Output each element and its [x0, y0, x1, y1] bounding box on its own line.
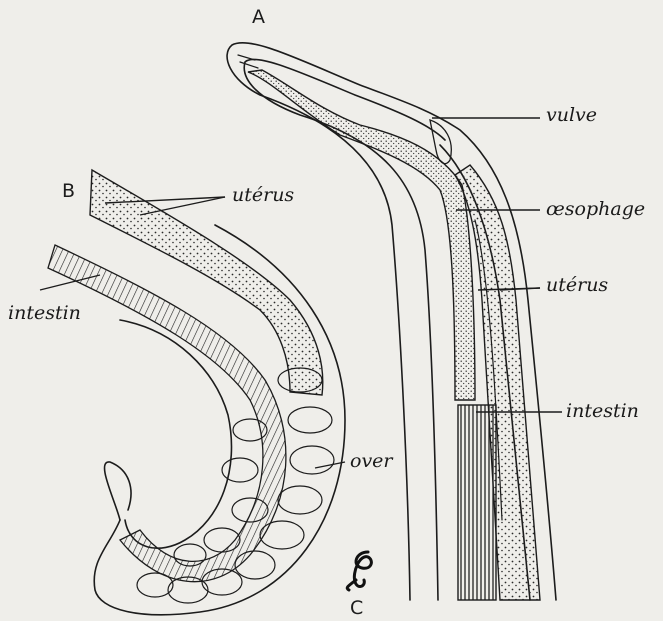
label-intestin-b: intestin: [8, 302, 81, 324]
b-hook-tip: [105, 462, 131, 520]
figure-letter-c: C: [350, 597, 363, 619]
label-over: over: [350, 450, 393, 472]
a-intestine: [458, 405, 496, 600]
a-head-detail: [238, 55, 258, 68]
label-uterus-b: utérus: [232, 184, 294, 206]
figure-letter-a: A: [252, 6, 265, 28]
label-oesophage: œsophage: [546, 198, 645, 220]
label-vulve: vulve: [546, 104, 597, 126]
label-intestin-a: intestin: [566, 400, 639, 422]
figure-c: [347, 552, 371, 590]
figure-letter-b: B: [62, 180, 75, 202]
a-oesophagus: [248, 70, 475, 400]
figure-b: [48, 170, 345, 615]
label-uterus-a: utérus: [546, 274, 608, 296]
